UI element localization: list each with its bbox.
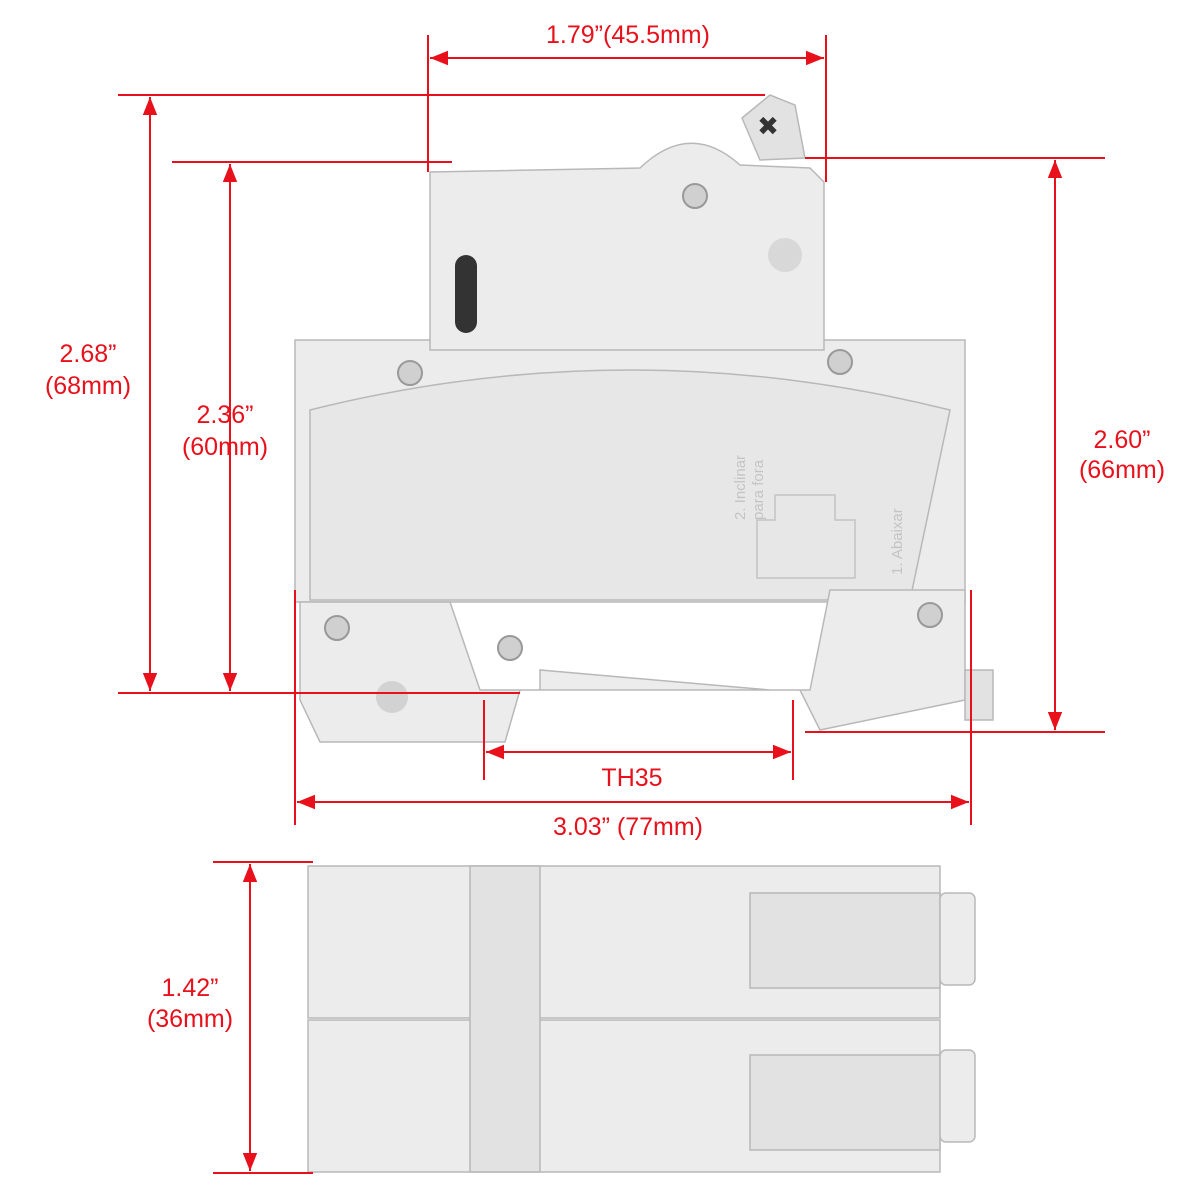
clip-tab-2 [939,1049,976,1143]
rail-channel [469,865,541,1173]
width-bottom-mm-label: (36mm) [147,1005,233,1033]
embossed-step1: 1. Abaixar [889,508,906,575]
toggle-lever [741,94,806,161]
height-body-mm-label: (60mm) [182,433,268,461]
clip-tab-1 [939,892,976,986]
screw-icon [324,615,350,641]
status-window [455,255,477,333]
terminal-clip-1 [749,892,941,989]
screw-icon [917,602,943,628]
screw-icon [397,360,423,386]
lever-cross-icon: ✖ [757,111,779,141]
din-clip-base [299,589,966,743]
screw-icon [827,349,853,375]
height-total-mm-label: (68mm) [45,372,131,400]
mount-hole [376,681,408,713]
width-top-label: 1.79”(45.5mm) [546,21,710,49]
height-right-mm-label: (66mm) [1079,456,1165,484]
rail-label: TH35 [601,764,662,792]
dimension-lines [118,35,1105,1174]
instruction-pictogram [756,494,856,579]
terminal-clip-2 [749,1054,941,1151]
height-right-in-label: 2.60” [1094,426,1151,454]
embossed-step2-line2: para fora [750,459,767,520]
width-bottom-in-label: 1.42” [162,974,219,1002]
embossed-step2-line1: 2. Inclinar [732,455,749,520]
side-clip [964,669,994,721]
height-total-in-label: 2.68” [60,340,117,368]
test-hole [768,238,802,272]
height-body-in-label: 2.36” [197,401,254,429]
screw-icon [497,635,523,661]
breaker-bottom-view [307,865,976,1173]
breaker-top-housing [429,142,825,351]
breaker-side-view: ✖ 2. Inclinar para fora 1. Abaixar [294,94,994,743]
depth-label: 3.03” (77mm) [553,813,703,841]
front-panel [309,369,951,601]
screw-icon [682,183,708,209]
